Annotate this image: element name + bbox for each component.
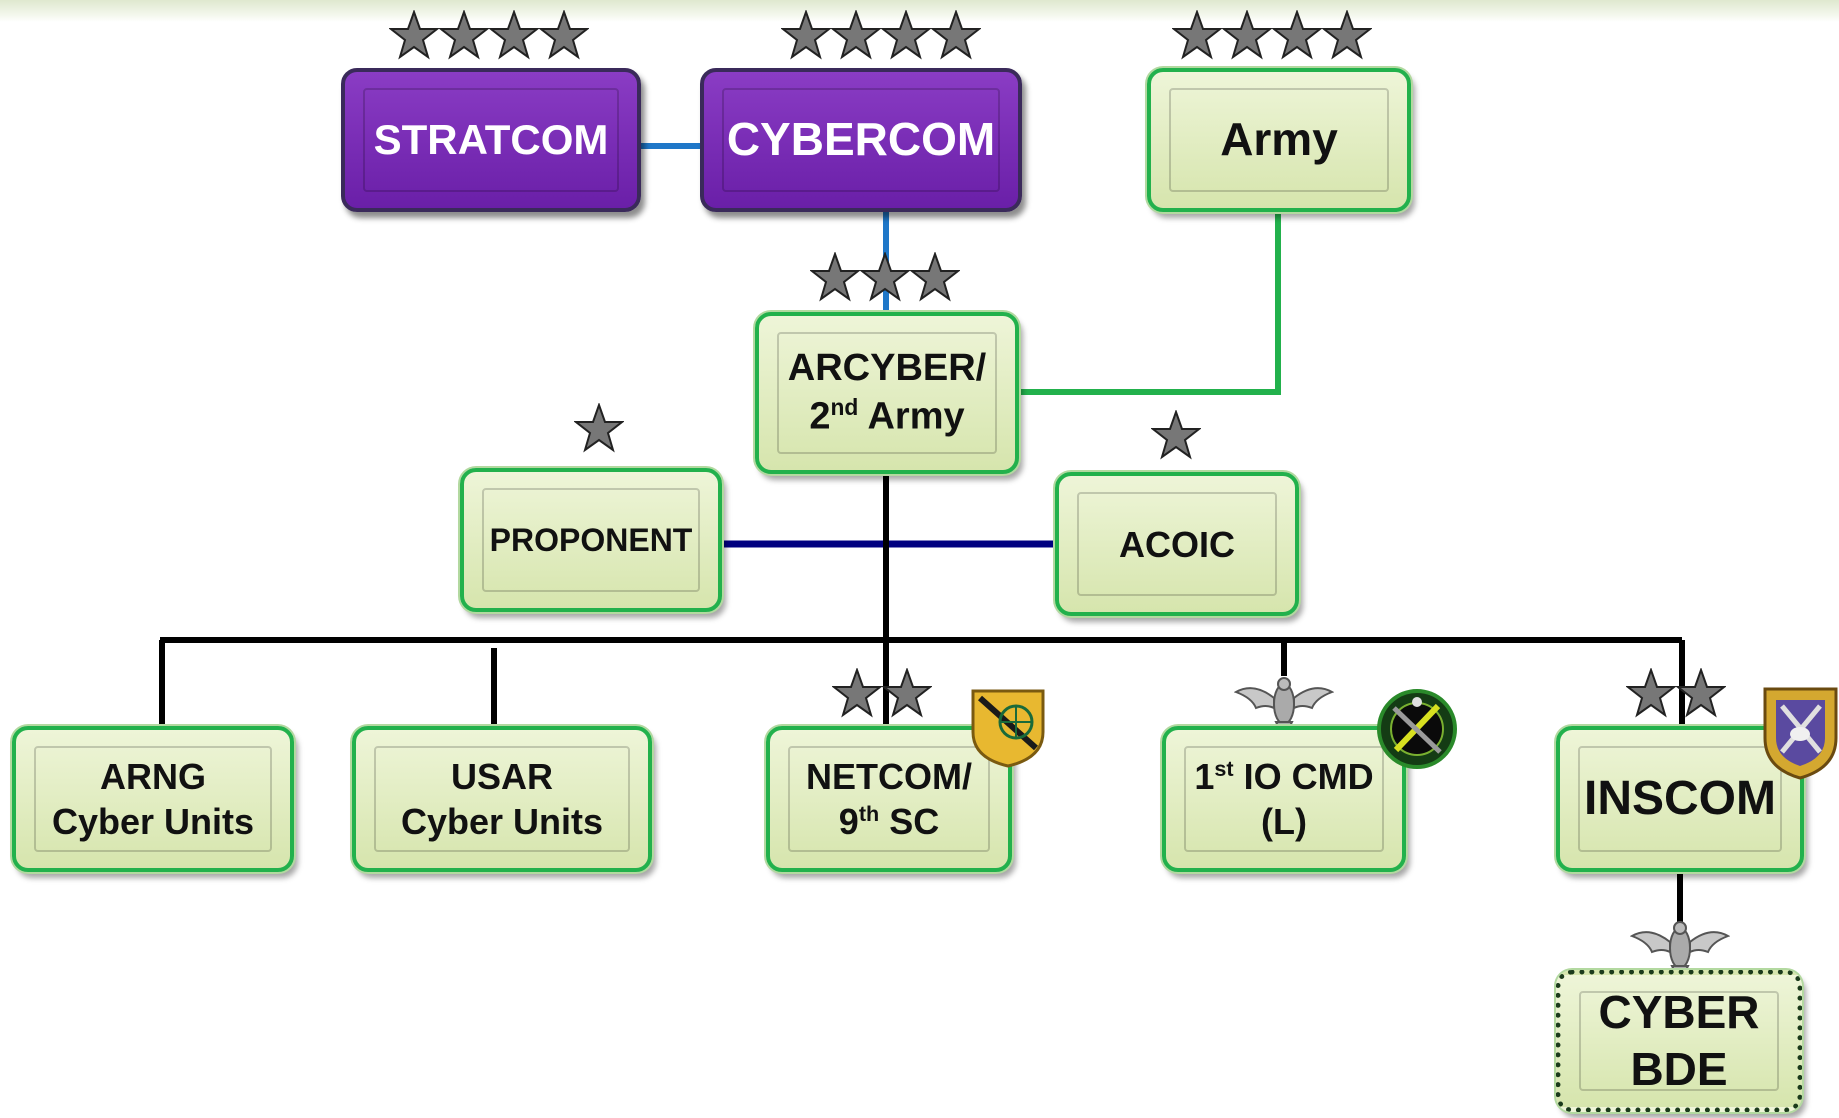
node-label-line2-sup: nd	[830, 393, 859, 420]
node-label-line2-rest: SC	[879, 801, 940, 842]
node-label-line2: BDE	[1630, 1043, 1728, 1095]
star-icon	[1626, 668, 1676, 718]
army-rank-stars	[1172, 10, 1372, 60]
node-cybercom[interactable]: CYBERCOM	[700, 68, 1022, 212]
star-icon	[439, 10, 489, 60]
node-label-line1: ARNG	[99, 756, 206, 797]
star-icon	[931, 10, 981, 60]
star-icon	[574, 403, 624, 453]
node-frame	[1077, 492, 1277, 596]
node-label: PROPONENT	[489, 522, 693, 558]
node-frame	[1578, 746, 1782, 852]
star-icon	[831, 10, 881, 60]
node-usar[interactable]: USAR Cyber Units	[352, 726, 652, 872]
node-frame	[788, 746, 990, 852]
star-icon	[389, 10, 439, 60]
star-icon	[860, 252, 910, 302]
node-label-line2-num: 2	[809, 395, 831, 438]
eagle-insignia-icon	[1234, 677, 1334, 730]
node-acoic[interactable]: ACOIC	[1055, 472, 1299, 616]
star-icon	[1151, 410, 1201, 460]
node-label: CYBERCOM	[726, 113, 996, 166]
star-icon	[910, 252, 960, 302]
node-label: INSCOM	[1584, 772, 1776, 825]
node-frame	[1184, 746, 1384, 852]
star-icon	[1272, 10, 1322, 60]
star-icon	[832, 668, 882, 718]
io-command-emblem-icon	[1377, 689, 1457, 769]
star-icon	[1222, 10, 1272, 60]
star-icon	[781, 10, 831, 60]
star-icon	[810, 252, 860, 302]
star-icon	[1676, 668, 1726, 718]
stratcom-rank-stars	[389, 10, 589, 60]
node-frame	[363, 88, 619, 192]
star-icon	[1172, 10, 1222, 60]
node-stratcom[interactable]: STRATCOM	[341, 68, 641, 212]
node-frame	[374, 746, 630, 852]
cybercom-rank-stars	[781, 10, 981, 60]
node-frame	[482, 488, 700, 592]
node-label-line1-sup: st	[1214, 756, 1234, 781]
arcyber-rank-stars	[810, 252, 960, 302]
node-frame	[1579, 991, 1779, 1091]
node-label: STRATCOM	[373, 115, 609, 163]
node-label: ACOIC	[1119, 523, 1235, 565]
node-proponent[interactable]: PROPONENT	[460, 468, 722, 612]
node-io-cmd[interactable]: 1st IO CMD (L)	[1162, 726, 1406, 872]
node-frame	[722, 88, 1000, 192]
star-icon	[1322, 10, 1372, 60]
node-label: Army	[1220, 113, 1338, 166]
node-label-line2-rest: Army	[858, 395, 965, 438]
star-icon	[882, 668, 932, 718]
node-label-line1: CYBER	[1598, 985, 1760, 1038]
inscom-rank-stars	[1626, 668, 1726, 718]
node-label-line1: USAR	[450, 756, 553, 797]
node-frame	[1169, 88, 1389, 192]
node-label-line1: ARCYBER/	[787, 347, 987, 390]
star-icon	[539, 10, 589, 60]
node-frame	[34, 746, 272, 852]
node-label-line2: (L)	[1261, 801, 1307, 842]
node-frame	[777, 332, 997, 454]
node-netcom[interactable]: NETCOM/ 9th SC	[766, 726, 1012, 872]
signal-corps-shield-icon	[971, 689, 1045, 768]
node-label-line2-sup: th	[858, 801, 880, 826]
node-label-line2: Cyber Units	[400, 801, 604, 842]
node-arcyber[interactable]: ARCYBER/ 2nd Army	[755, 312, 1019, 474]
node-label-line1-num: 1	[1194, 756, 1215, 797]
node-cyber-bde[interactable]: CYBER BDE	[1556, 970, 1802, 1112]
netcom-rank-stars	[832, 668, 932, 718]
acoic-rank-stars	[1151, 410, 1201, 460]
star-icon	[881, 10, 931, 60]
node-label-line1-rest: IO CMD	[1233, 756, 1374, 797]
eagle-insignia-icon	[1630, 921, 1730, 974]
proponent-rank-stars	[574, 403, 624, 453]
node-label-line1: NETCOM/	[806, 756, 972, 797]
node-arng[interactable]: ARNG Cyber Units	[12, 726, 294, 872]
star-icon	[489, 10, 539, 60]
node-inscom[interactable]: INSCOM	[1556, 726, 1804, 872]
top-banner	[0, 0, 1839, 22]
node-label-line2-num: 9	[838, 801, 859, 842]
link-army-arcyber	[1018, 212, 1281, 395]
inscom-shield-icon	[1763, 687, 1838, 780]
node-army[interactable]: Army	[1147, 68, 1411, 212]
node-label-line2: Cyber Units	[51, 801, 255, 842]
